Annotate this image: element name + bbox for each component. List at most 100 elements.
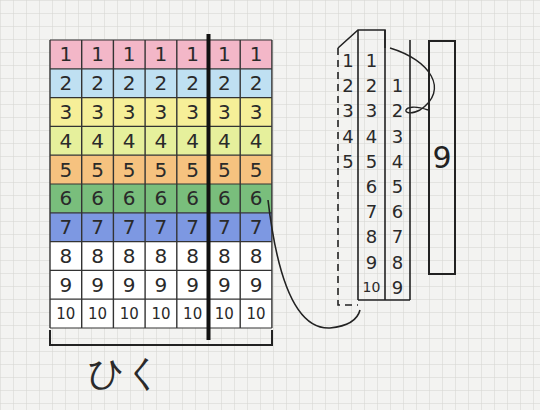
grid-number: 1	[177, 40, 209, 69]
grid-number: 7	[82, 213, 114, 242]
column-number: 9	[358, 250, 385, 275]
grid-line	[50, 68, 272, 69]
grid-line	[50, 212, 272, 213]
grid-number: 10	[177, 299, 209, 328]
grid-number: 4	[177, 126, 209, 155]
grid-line	[239, 40, 240, 328]
grid-number: 9	[145, 270, 177, 299]
grid-number: 3	[50, 98, 82, 127]
column-number: 3	[358, 98, 385, 123]
row-color	[50, 40, 272, 69]
grid-number: 7	[177, 213, 209, 242]
grid-line	[81, 40, 82, 328]
grid-number: 3	[82, 98, 114, 127]
grid-line	[50, 299, 272, 300]
grid-number: 8	[113, 242, 145, 271]
grid-number: 6	[113, 184, 145, 213]
grid-line	[49, 40, 50, 328]
grid-number: 9	[82, 270, 114, 299]
grid-number: 5	[177, 155, 209, 184]
grid-number: 1	[209, 40, 241, 69]
grid-number: 8	[145, 242, 177, 271]
grid-number: 6	[209, 184, 241, 213]
column-number: 4	[338, 124, 358, 149]
column-number: 1	[358, 48, 385, 73]
grid-line	[50, 327, 272, 328]
column-number: 9	[385, 275, 410, 300]
column-number: 2	[358, 73, 385, 98]
row-color	[50, 126, 272, 155]
row-color	[50, 242, 272, 271]
grid-number: 1	[240, 40, 272, 69]
row-color	[50, 155, 272, 184]
grid-line	[50, 97, 272, 98]
grid-line	[50, 155, 272, 156]
column-number: 4	[358, 124, 385, 149]
column-number: 7	[358, 199, 385, 224]
grid-number: 10	[145, 299, 177, 328]
grid-line	[50, 270, 272, 271]
grid-line	[144, 40, 145, 328]
grid-number: 7	[113, 213, 145, 242]
row-color	[50, 270, 272, 299]
grid-number: 4	[82, 126, 114, 155]
grid-number: 7	[240, 213, 272, 242]
grid-number: 4	[240, 126, 272, 155]
grid-number: 2	[240, 69, 272, 98]
grid-number: 10	[240, 299, 272, 328]
grid-line	[50, 126, 272, 127]
grid-number: 8	[177, 242, 209, 271]
grid-number: 1	[145, 40, 177, 69]
grid-number: 5	[82, 155, 114, 184]
column-number: 3	[338, 98, 358, 123]
grid-number: 1	[113, 40, 145, 69]
column-number: 10	[358, 275, 385, 300]
grid-number: 2	[177, 69, 209, 98]
grid-number: 6	[50, 184, 82, 213]
grid-number: 4	[113, 126, 145, 155]
grid-number: 2	[50, 69, 82, 98]
column-number: 6	[385, 199, 410, 224]
grid-number: 9	[240, 270, 272, 299]
grid-number: 3	[113, 98, 145, 127]
row-color	[50, 69, 272, 98]
grid-line	[50, 183, 272, 184]
grid-number: 5	[113, 155, 145, 184]
row-color	[50, 299, 272, 328]
handwritten-note: ひく	[80, 348, 170, 398]
grid-number: 3	[209, 98, 241, 127]
grid-number: 8	[82, 242, 114, 271]
grid-number: 5	[209, 155, 241, 184]
grid-number: 6	[145, 184, 177, 213]
grid-number: 4	[209, 126, 241, 155]
grid-number: 8	[240, 242, 272, 271]
grid-number: 9	[209, 270, 241, 299]
grid-number: 2	[82, 69, 114, 98]
grid-number: 9	[177, 270, 209, 299]
grid-number: 7	[209, 213, 241, 242]
grid-number: 3	[240, 98, 272, 127]
grid-number: 7	[145, 213, 177, 242]
column-number: 3	[385, 124, 410, 149]
grid-number: 2	[113, 69, 145, 98]
grid-number: 6	[240, 184, 272, 213]
column-number: 2	[385, 98, 410, 123]
divider-line	[207, 34, 211, 340]
column-number: 5	[358, 149, 385, 174]
grid-line	[50, 241, 272, 242]
column-number: 4	[385, 149, 410, 174]
grid-number: 8	[50, 242, 82, 271]
row-color	[50, 184, 272, 213]
grid-number: 1	[82, 40, 114, 69]
grid-line	[50, 39, 272, 40]
answer-box: 9	[428, 40, 456, 275]
grid-number: 7	[50, 213, 82, 242]
row-color	[50, 98, 272, 127]
grid-number: 9	[113, 270, 145, 299]
grid-number: 5	[145, 155, 177, 184]
grid-number: 6	[177, 184, 209, 213]
grid-number: 3	[145, 98, 177, 127]
grid-number: 10	[113, 299, 145, 328]
column-number: 2	[338, 73, 358, 98]
grid-number: 4	[145, 126, 177, 155]
